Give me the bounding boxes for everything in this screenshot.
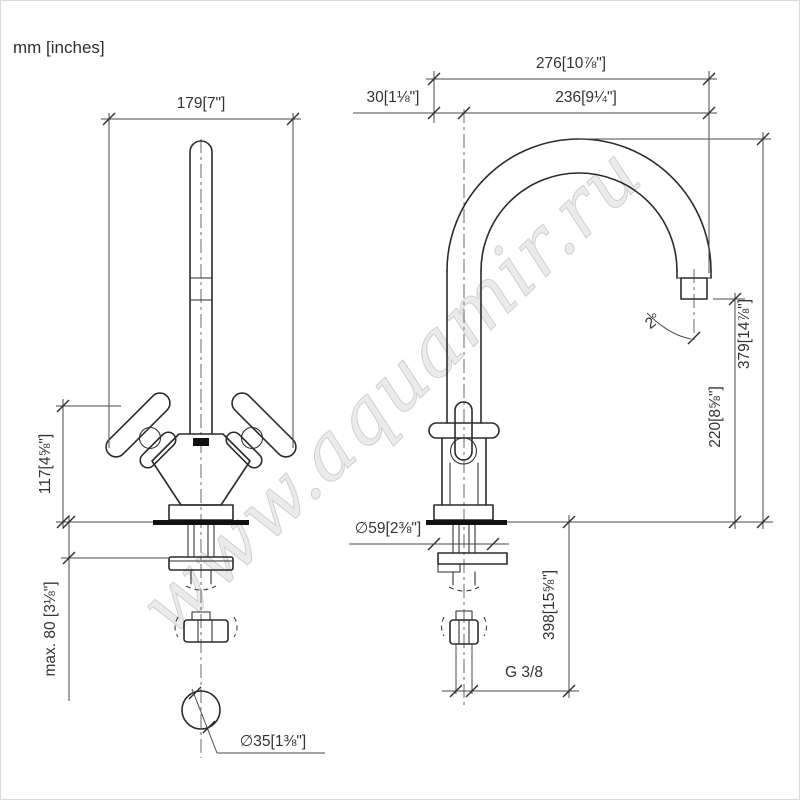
dim-max-80: max. 80 [3⅛"] <box>42 515 169 701</box>
dim-reach-276: 276[10⅞"] <box>426 55 717 273</box>
dim-dia-35: ∅35[1⅜"] <box>188 686 325 754</box>
front-mounting-nut <box>168 556 234 571</box>
dim-reach-236-label: 236[9¼"] <box>555 89 617 106</box>
front-deck-line <box>153 520 249 525</box>
dim-offset-30-label: 30[1⅛"] <box>367 89 420 106</box>
front-supply-hole <box>181 690 221 730</box>
side-view: 276[10⅞"] 236[9¼"] 30[1⅛"] 379[14⅞"] <box>349 55 773 706</box>
side-shank <box>437 524 508 592</box>
side-hose-coupling <box>440 610 488 694</box>
dim-dia-35-label: ∅35[1⅜"] <box>240 733 306 750</box>
dim-dia-59: ∅59[2⅜"] <box>349 520 509 551</box>
dim-thread-g38-label: G 3/8 <box>505 664 543 681</box>
dim-dia-59-label: ∅59[2⅜"] <box>355 520 421 537</box>
dim-height-220-label: 220[8⅝"] <box>707 386 724 448</box>
front-logo-plate <box>193 438 209 446</box>
side-deck-line <box>426 520 507 525</box>
dim-angle-2deg: 2° <box>642 310 701 345</box>
dim-width-179-label: 179[7"] <box>177 95 226 112</box>
front-right-handle <box>225 392 297 469</box>
front-left-handle <box>105 392 177 469</box>
side-mounting-clamp <box>437 552 508 565</box>
watermark-text: www.aquamir.ru <box>122 129 659 652</box>
dim-height-117-label: 117[4⅝"] <box>37 434 54 494</box>
side-body <box>426 437 507 525</box>
dim-height-220: 220[8⅝"] <box>707 292 745 529</box>
side-escutcheon <box>433 504 494 521</box>
dim-length-398: 398[15⅝"] <box>442 515 579 698</box>
dim-width-179: 179[7"] <box>101 95 301 448</box>
front-spout <box>189 140 213 435</box>
front-hose-coupling <box>174 611 238 643</box>
dim-thread-g38: G 3/8 <box>449 664 543 698</box>
dim-reach-276-label: 276[10⅞"] <box>536 55 606 72</box>
dim-length-398-label: 398[15⅝"] <box>541 570 558 640</box>
dim-angle-2deg-label: 2° <box>642 310 664 333</box>
units-label: mm [inches] <box>13 38 105 57</box>
watermark: www.aquamir.ru <box>122 128 660 652</box>
dim-height-379: 379[14⅞"] <box>507 132 773 529</box>
front-view: 179[7"] 117[4⅝"] max. 80 [3⅛"] ∅35[1⅜"] <box>37 95 325 758</box>
dim-reach-236-and-30: 236[9¼"] 30[1⅛"] <box>353 89 717 120</box>
dim-max-80-label: max. 80 [3⅛"] <box>42 581 59 676</box>
side-aerator <box>680 277 708 300</box>
front-shank <box>168 524 234 591</box>
dim-height-379-label: 379[14⅞"] <box>736 299 753 369</box>
side-handle <box>428 401 500 465</box>
dim-height-117: 117[4⅝"] <box>37 399 153 529</box>
